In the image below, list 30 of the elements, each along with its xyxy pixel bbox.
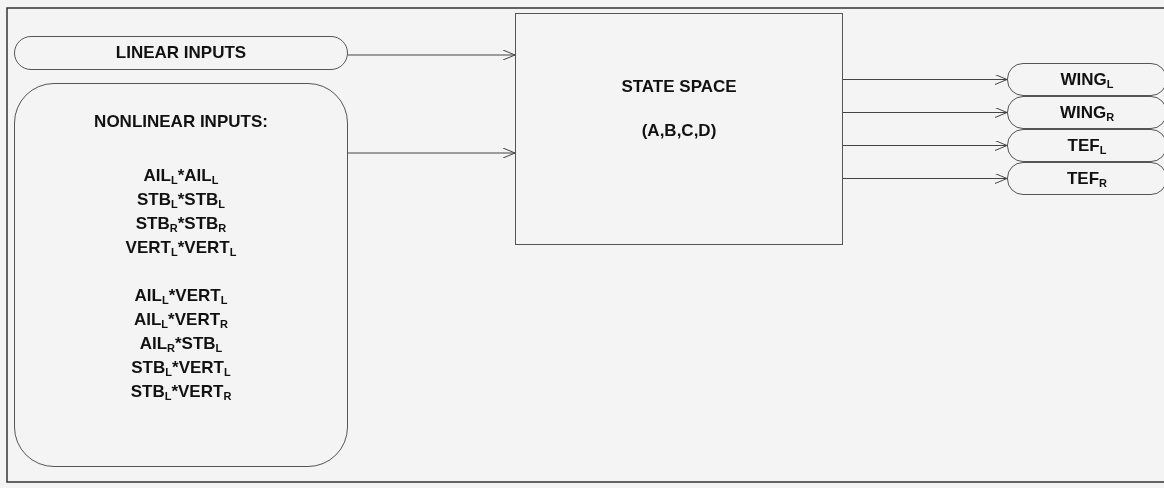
output-pill: [1007, 63, 1164, 96]
node-title: NONLINEAR INPUTS:: [93, 111, 269, 133]
input-term: STB$_{L}$*VERT$_{R}$: [129, 381, 233, 404]
input-term: STB$_{L}$*VERT$_{L}$: [130, 357, 232, 380]
input-pill: [14, 36, 348, 70]
node-title: TEF$_{R}$: [1065, 168, 1109, 191]
input-term: AIL$_{R}$*STB$_{L}$: [138, 333, 224, 356]
state-space-box: [515, 13, 843, 245]
input-group-box: [14, 83, 348, 467]
arrow: [842, 140, 1008, 151]
arrow: [347, 147, 516, 159]
node-title: WING$_{L}$: [1059, 69, 1115, 92]
output-pill: [1007, 129, 1164, 162]
output-pill: [1007, 162, 1164, 195]
input-term: VERT$_{L}$*VERT$_{L}$: [124, 237, 238, 260]
node-subtitle: (A,B,C,D): [640, 120, 718, 142]
input-term: AIL$_{L}$*AIL$_{L}$: [142, 165, 220, 188]
arrow: [842, 173, 1008, 184]
input-term: STB$_{L}$*STB$_{L}$: [135, 189, 227, 212]
input-term: STB$_{R}$*STB$_{R}$: [134, 213, 228, 236]
node-title: TEF$_{L}$: [1066, 135, 1108, 158]
input-term: AIL$_{L}$*VERT$_{L}$: [133, 285, 229, 308]
node-title: LINEAR INPUTS: [114, 42, 248, 64]
node-title: STATE SPACE: [620, 76, 738, 98]
arrow: [347, 49, 516, 61]
input-term: AIL$_{L}$*VERT$_{R}$: [132, 309, 229, 332]
output-pill: [1007, 96, 1164, 129]
arrow: [842, 74, 1008, 85]
arrow: [842, 107, 1008, 118]
node-title: WING$_{R}$: [1058, 102, 1116, 125]
